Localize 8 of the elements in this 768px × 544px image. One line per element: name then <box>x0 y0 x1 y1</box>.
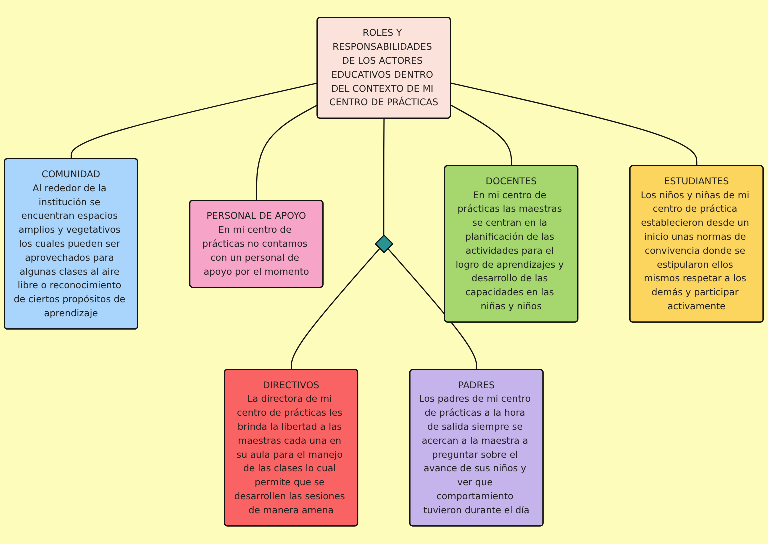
connector <box>450 82 698 166</box>
connector <box>70 82 318 160</box>
connector <box>383 118 385 236</box>
connector <box>256 104 318 202</box>
connector <box>388 248 478 370</box>
connector <box>291 248 380 370</box>
connector <box>450 104 512 166</box>
node-diamond <box>374 234 394 254</box>
